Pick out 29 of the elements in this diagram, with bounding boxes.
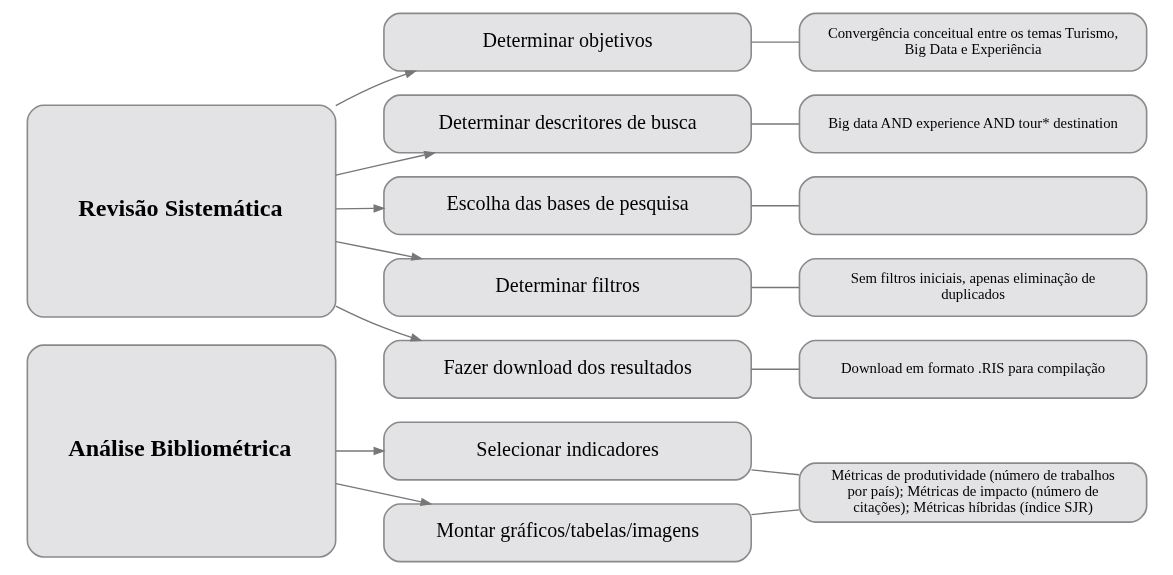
node-box: Determinar objetivos [382,12,752,72]
connector [750,205,800,207]
node-box: Convergência conceitual entre os temas Turismo, Big Data e Experiência [798,12,1147,72]
node-box: Métricas de produtividade (número de trabalhos por país); Métricas de impacto (número de citações); Métricas híbridas (índice SJR) [798,462,1147,523]
arrow [334,70,417,107]
connector [750,509,800,516]
arrow [334,204,386,213]
arrow [334,483,433,506]
connector [750,41,800,43]
node-box: Revisão Sistemática [26,104,336,318]
node-box: Big data AND experience AND tour* destination [798,94,1147,154]
node-box: Escolha das bases de pesquisa [382,176,752,236]
node-box: Análise Bibliométrica [26,344,336,558]
arrow [334,150,436,176]
connector [750,286,800,289]
node-box: Selecionar indicadores [382,421,752,481]
node-box: Determinar filtros [382,257,752,318]
connector [750,123,800,125]
node-box [798,176,1147,236]
node-box: Download em formato .RIS para compilação [798,339,1147,399]
connector [750,368,800,370]
node-box: Sem filtros iniciais, apenas eliminação de duplicados [798,257,1147,318]
connector [750,469,800,476]
arrow [334,305,423,342]
node-box: Fazer download dos resultados [382,339,752,399]
arrow [334,240,423,261]
node-box: Determinar descritores de busca [382,94,752,154]
arrow [334,446,386,456]
node-box: Montar gráficos/tabelas/imagens [382,503,752,563]
